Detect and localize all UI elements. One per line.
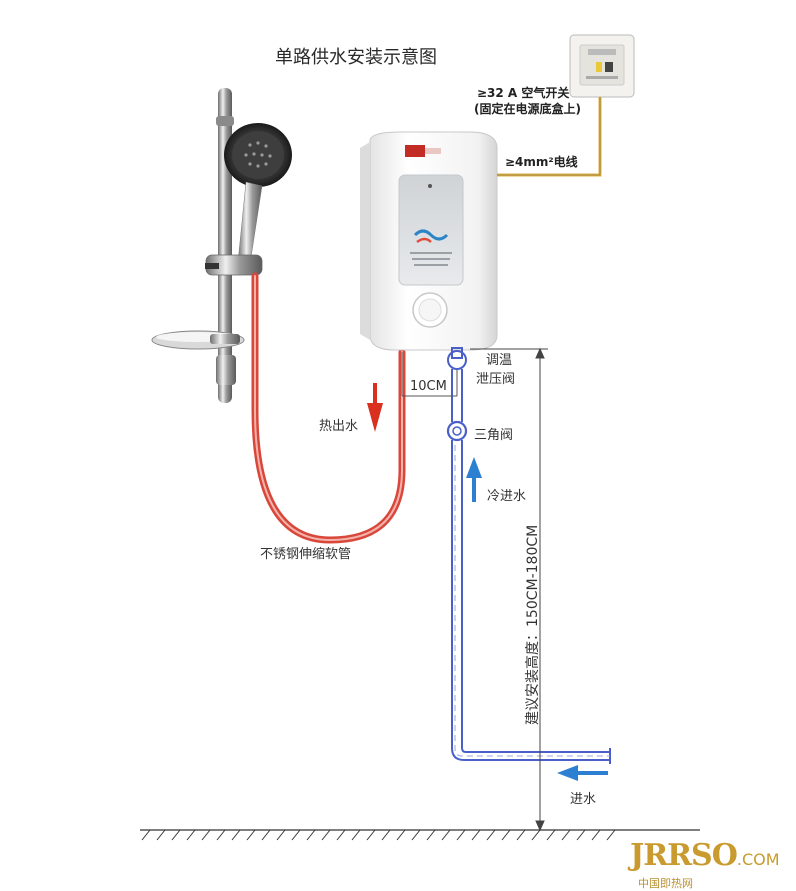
water-heater <box>360 131 498 351</box>
hose-label: 不锈钢伸缩软管 <box>260 547 352 562</box>
cold-water-arrow <box>466 457 482 502</box>
install-height-label: 建议安装高度：150CM-180CM <box>525 524 541 725</box>
thermostat-label-1: 调温 <box>486 353 513 368</box>
angle-valve <box>446 420 468 442</box>
wire-label: ≥4mm²电线 <box>505 155 578 169</box>
watermark-logo: JRRSO.COM 中国即热网 <box>630 838 780 890</box>
relief-valve <box>447 347 467 370</box>
cold-water-in-label: 冷进水 <box>487 489 527 504</box>
distance-dimension <box>401 352 458 397</box>
distance-label: 10CM <box>410 379 447 394</box>
air-switch-box <box>569 34 635 98</box>
thermostat-label-2: 泄压阀 <box>476 372 516 387</box>
watermark-sub: 中国即热网 <box>638 877 693 890</box>
hot-water-out-label: 热出水 <box>319 419 359 434</box>
hot-water-arrow <box>367 383 383 432</box>
water-inlet-arrow <box>557 765 608 781</box>
ground-line <box>140 829 700 841</box>
water-inlet-label: 进水 <box>570 792 597 807</box>
soap-dish <box>151 330 245 350</box>
angle-valve-label: 三角阀 <box>474 428 514 443</box>
shower-slider <box>205 254 263 276</box>
air-switch-label: ≥32 A 空气开关 <box>477 86 570 100</box>
shower-head <box>224 123 292 265</box>
watermark-brand: JRRSO <box>630 838 738 873</box>
height-dimension <box>470 347 548 832</box>
air-switch-note: (固定在电源底盒上) <box>474 102 581 116</box>
diagram-title: 单路供水安装示意图 <box>275 47 437 68</box>
watermark-domain: .COM <box>736 850 780 869</box>
